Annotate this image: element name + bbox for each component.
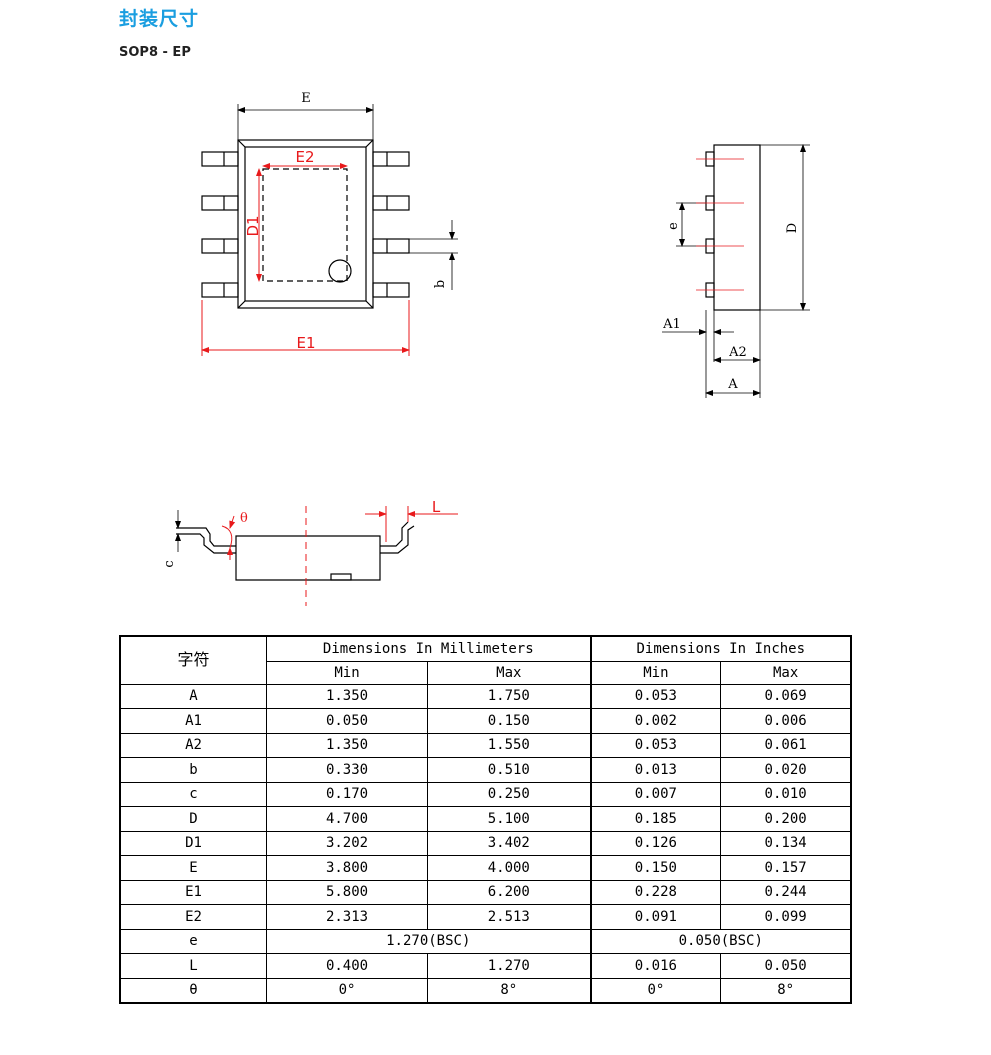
package-name: SOP8 - EP: [119, 45, 191, 60]
mm-max-header: Max: [427, 660, 592, 685]
label-E2: E2: [295, 148, 314, 166]
top-view-red-dims: [201, 163, 410, 356]
side-view-red-centerlines: [696, 158, 744, 291]
label-A2: A2: [728, 345, 747, 360]
label-A: A: [727, 377, 738, 392]
in-max-header: Max: [720, 660, 852, 685]
label-E: E: [301, 91, 311, 106]
symbol-header: 字符: [119, 635, 267, 685]
front-view: [175, 510, 415, 581]
mm-header: Dimensions In Millimeters: [265, 635, 592, 662]
side-view: [662, 144, 810, 398]
section-title: 封装尺寸: [119, 8, 200, 30]
label-D: D: [785, 223, 800, 233]
label-A1: A1: [662, 317, 681, 332]
label-e: e: [666, 222, 681, 230]
in-min-header: Min: [589, 660, 722, 685]
label-L: L: [432, 498, 441, 516]
label-b: b: [433, 280, 448, 288]
label-E1: E1: [296, 334, 315, 352]
mm-min-header: Min: [265, 660, 429, 685]
inch-header: Dimensions In Inches: [589, 635, 852, 662]
label-theta: θ: [240, 511, 248, 526]
package-drawing: E E2 D1 E1 b e D A1 A2 A: [162, 91, 810, 606]
top-view: [201, 104, 458, 309]
label-c: c: [162, 560, 177, 567]
dimensions-table: 字符 Dimensions In Millimeters Dimensions …: [119, 635, 852, 1004]
front-view-red-dims: [221, 506, 458, 560]
label-D1: D1: [244, 215, 262, 236]
